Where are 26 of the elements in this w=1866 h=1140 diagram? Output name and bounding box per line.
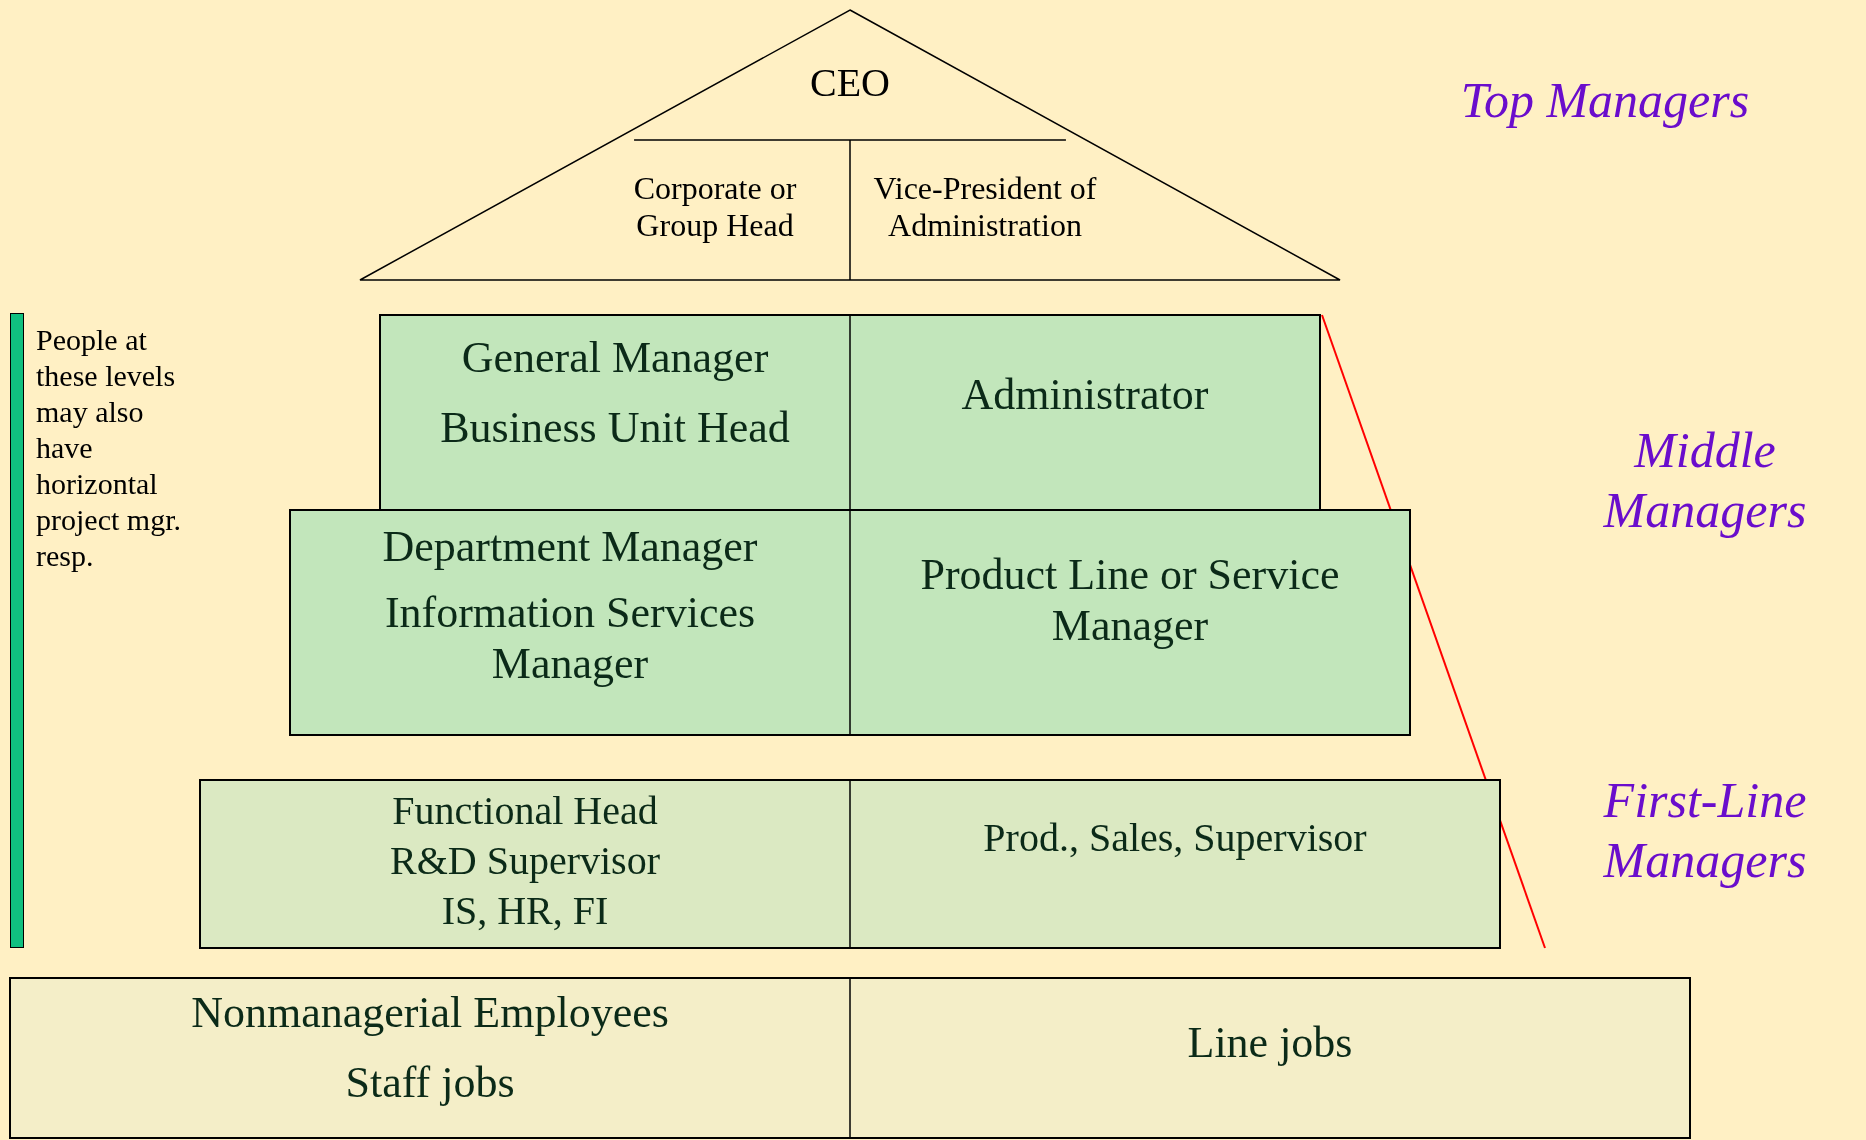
level-box [200,780,1500,948]
role-label: CEO [809,60,891,106]
role-label: Business Unit Head [439,403,791,454]
level-box [290,510,1410,735]
role-label: Line jobs [1186,1018,1354,1069]
note-text: People at these levels may also have horizontal project mgr. resp. [36,322,182,574]
role-label: Department Manager [381,522,759,573]
level-label: Top Managers [1459,71,1751,130]
level-label: First-Line Managers [1602,771,1808,890]
level-label: Middle Managers [1602,421,1808,540]
role-label: Corporate or Group Head [632,170,798,244]
role-label: Prod., Sales, Supervisor [982,815,1368,861]
role-label: Functional Head [391,788,659,834]
side-bar [10,313,24,948]
role-label: Nonmanagerial Employees [190,988,670,1039]
role-label: Information Services Manager [383,588,757,690]
role-label: Administrator [960,370,1210,421]
role-label: R&D Supervisor [389,838,661,884]
role-label: Staff jobs [344,1058,516,1109]
role-label: IS, HR, FI [440,888,610,934]
level-box [380,315,1320,510]
role-label: Vice-President of Administration [872,170,1098,244]
level-box [10,978,1690,1138]
triangle-level [360,10,1340,280]
role-label: Product Line or Service Manager [919,550,1341,652]
role-label: General Manager [460,333,770,384]
